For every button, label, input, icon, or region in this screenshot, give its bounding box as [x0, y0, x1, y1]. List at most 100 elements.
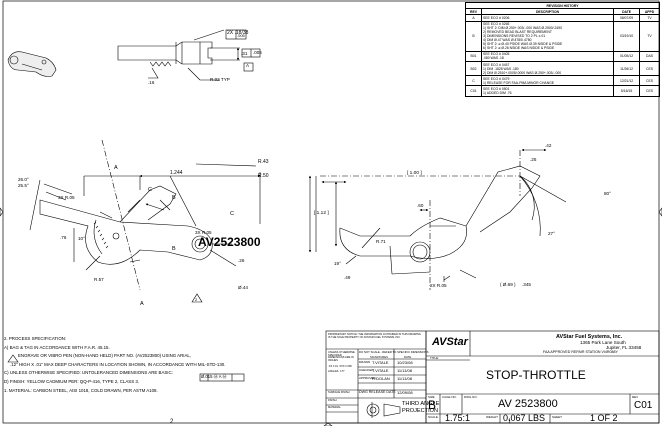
dwg-label: DWG NO. [464, 395, 478, 399]
deg19-dim: 19° [334, 261, 341, 266]
note-line: .12" HIGH X .01" MAX DEEP CHARACTERS IN … [10, 361, 226, 367]
faa-station: FAA APPROVED REPAIR STATION VI4R088Y [543, 350, 618, 354]
desc-line: 1) DIM .1828 WAS .180 [483, 66, 519, 71]
tolerance-note: UNLESS OTHERWISE SPECIFIED DIMENSIONS AR… [328, 351, 355, 362]
appd-cell: CES [639, 60, 660, 77]
section-label-c2: C [230, 211, 234, 217]
note-fcf-box [199, 373, 245, 382]
note-fcf: Ø.015 Ⓜ A Ⓜ [201, 374, 227, 379]
appd-cell: DAS [639, 50, 660, 62]
dwg-number: AV 2523800 [498, 398, 558, 410]
table-row: B SEE ECO # 0265 1) SHT 2: DIM Ø.250+.00… [464, 20, 660, 52]
desc-line: 1) SHT 2: DIM Ø.250+.003/-.000 WAS Ø.250… [483, 26, 563, 31]
do-not-scale-note: DO NOT SCALE - REFER TO SPECIFIC DIMENSI… [359, 350, 429, 354]
appd-cell: CES [639, 85, 660, 97]
deg80-dim: 80° [604, 191, 611, 196]
dim-76: .76 [60, 235, 67, 240]
weight-value: 0.067 LBS [503, 413, 546, 423]
deg26-dim: 26.0° [18, 177, 29, 182]
table-row: C01 SEE ECO # 0501 1) ADDED DIM .76 5/16… [464, 85, 660, 97]
section-label-b2: B [172, 246, 176, 252]
r50-dim: R.50 [258, 173, 269, 179]
drawn-date: 10/23/08 [397, 360, 413, 365]
border-arrow-bottom [323, 422, 333, 426]
company-address2: Jupiter, FL 33458 [606, 345, 642, 350]
rev-cell: B [464, 20, 483, 52]
desc-cell: SEE ECO # 0479 1) RELEASE FOR FAA-PMA MI… [481, 75, 615, 87]
company-logo: AVStar [432, 336, 468, 348]
deg255-dim: 25.5° [18, 183, 29, 188]
desc-cell: SEE ECO # 0206 [481, 14, 615, 22]
date-header-tb: DATE [404, 355, 412, 359]
desc-line: 5) SHT 2: ⌀ Ø.40 PSIDE WAS Ø.39 NSIDE & … [483, 42, 563, 47]
rev-cell: C [464, 75, 483, 87]
zone-mark-1: 1 [508, 419, 512, 425]
rev-cell: B01 [464, 50, 483, 62]
deg10-dim: 10° [78, 236, 85, 241]
desc-line: 2) REMOVED BEAD BLAST REQUIREMENT [483, 30, 552, 35]
company-name: AVStar Fuel Systems, Inc. [556, 334, 623, 340]
approved-by: R.DOLAN [372, 376, 390, 381]
date-cell: 11/26/12 [613, 60, 641, 77]
projection-label: PROJECTION [402, 408, 439, 414]
checked-date: 11/11/08 [397, 368, 412, 373]
desc-cell: SEE ECO # 0457 1) DIM .1828 WAS .180 2) … [481, 60, 615, 77]
r-typ-dim: R.02 TYP [210, 77, 230, 82]
detail-view-right [308, 148, 567, 290]
front-view-left [29, 139, 261, 291]
sheet-value: 1 OF 2 [590, 413, 618, 423]
rev-cell: C01 [464, 85, 483, 97]
rev-label-tb: REV [632, 395, 639, 399]
section-label-a2: A [140, 301, 144, 307]
surface-finish-label: SURFACE FINISH [328, 391, 350, 394]
drawn-label: DRAWN [359, 360, 371, 364]
scale-label: SCALE [428, 415, 438, 419]
table-row: B01 SEE ECO # 0405 .080 WAS .18 01/05/12… [464, 50, 660, 62]
note-line: 1. MATERIAL: CARBON STEEL, AISI 1018, CO… [4, 387, 158, 393]
section-label-b: B [172, 195, 176, 201]
dim-25: .25 [530, 157, 537, 162]
appd-cell: TV [639, 20, 660, 52]
size-value: B [428, 398, 437, 412]
revision-history-table: REVISION HISTORY REV DESCRIPTION DATE AP… [464, 1, 660, 97]
desc-line: 6) SHT 2: ⌀ Ø.26 NSIDE WAS NSIDE & PSIDE [483, 46, 555, 51]
desc-cell: SEE ECO # 0265 1) SHT 2: DIM Ø.250+.003/… [481, 20, 615, 52]
r57-dim: R.57 [94, 277, 104, 282]
drawing-notes: 2. PROCESS SPECIFICATION: A) BAG & TAG I… [4, 336, 226, 397]
note-line: 2. PROCESS SPECIFICATION: [4, 336, 67, 341]
table-row: B02 SEE ECO # 0457 1) DIM .1828 WAS .180… [464, 60, 660, 77]
date-cell: 5/16/15 [613, 85, 641, 97]
chamfer-tol: .005 [237, 33, 245, 38]
note-line: C) UNLESS OTHERWISE SPECIFIED: UNTOLERAN… [4, 370, 173, 376]
dim-16: .16 [148, 80, 155, 85]
zone-mark-2: 2 [170, 419, 174, 425]
weight-label: WEIGHT [486, 415, 498, 419]
table-row: C SEE ECO # 0479 1) RELEASE FOR FAA-PMA … [464, 75, 660, 87]
size-label: SIZE [428, 395, 435, 399]
border-arrow-left [0, 207, 4, 217]
part-flag-triangle [191, 293, 203, 303]
dim-1244: 1.244 [170, 170, 183, 176]
iso-view [7, 51, 57, 77]
desc-line: 2) DIM Ø.2510+.0005/.0000 WAS Ø.250+.003… [483, 70, 562, 75]
scale-value: 1.75:1 [445, 413, 471, 423]
r71-dim: R.71 [376, 239, 386, 244]
desc-cell: SEE ECO # 0405 .080 WAS .18 [481, 50, 615, 62]
desc-cell: SEE ECO # 0501 1) ADDED DIM .76 [481, 85, 615, 97]
dim-26: .26 [238, 258, 245, 263]
r05-2x-dim: 2X R.05 [430, 283, 447, 288]
desc-line: SEE ECO # 0457 [483, 62, 510, 67]
signatures-header: SIGNATURES [370, 355, 388, 359]
finish-label: FINISH [328, 399, 337, 402]
title-block-lines [325, 330, 660, 424]
side-view [117, 29, 261, 81]
third-angle-symbol [366, 402, 401, 418]
angles-label: ANGLES [328, 370, 339, 373]
rev-cell: A [464, 14, 483, 22]
approved-date: 11/11/08 [397, 376, 412, 381]
desc-line: SEE ECO # 0501 [483, 86, 510, 91]
datum-a-label: A [246, 63, 250, 68]
dim-42: .42 [545, 143, 552, 148]
dim-31: .31 [241, 51, 248, 56]
sheet-label: SHEET [552, 415, 563, 419]
